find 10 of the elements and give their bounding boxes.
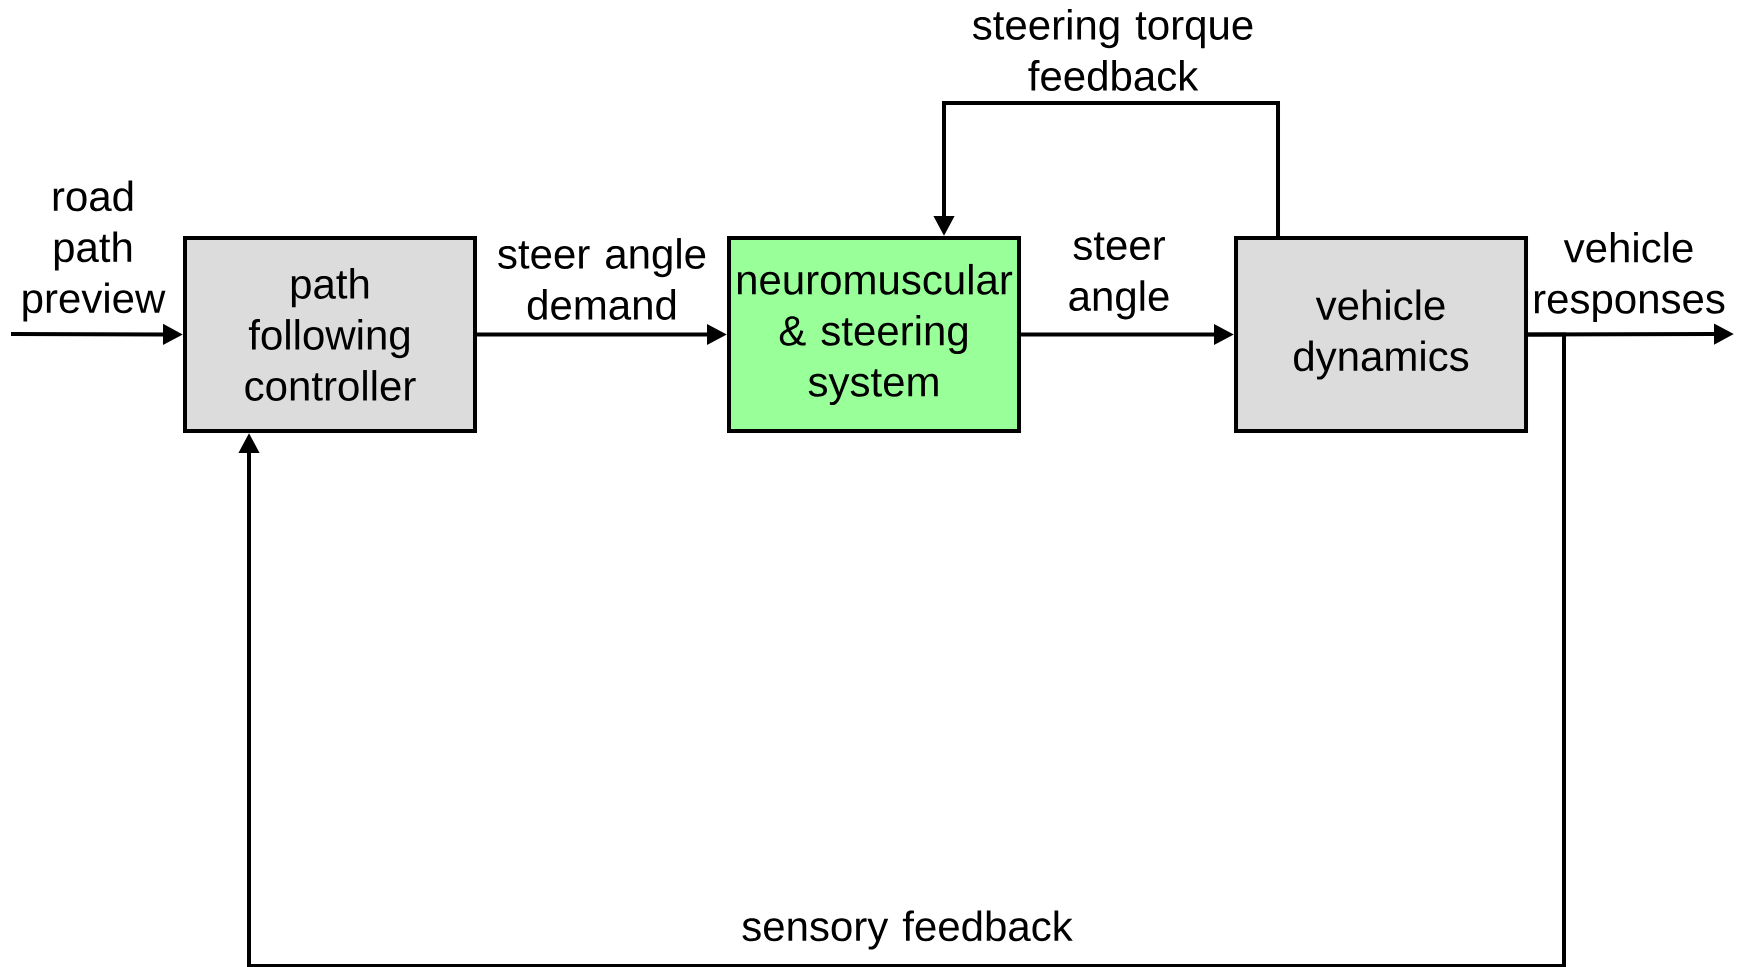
process-box: path following controller bbox=[183, 236, 477, 433]
edge-label: vehicle responses bbox=[1534, 231, 1725, 323]
arrow bbox=[238, 332, 1566, 967]
edge-label: steer angle demand bbox=[498, 238, 706, 320]
edge-label: steer angle bbox=[1069, 232, 1169, 320]
process-box: neuromuscular & steering system bbox=[727, 236, 1021, 433]
edge-label: sensory feedback bbox=[742, 910, 1073, 950]
edge-label: road path preview bbox=[23, 180, 166, 322]
process-box: vehicle dynamics bbox=[1234, 236, 1528, 433]
edge-label: steering torque feedback bbox=[972, 9, 1253, 91]
